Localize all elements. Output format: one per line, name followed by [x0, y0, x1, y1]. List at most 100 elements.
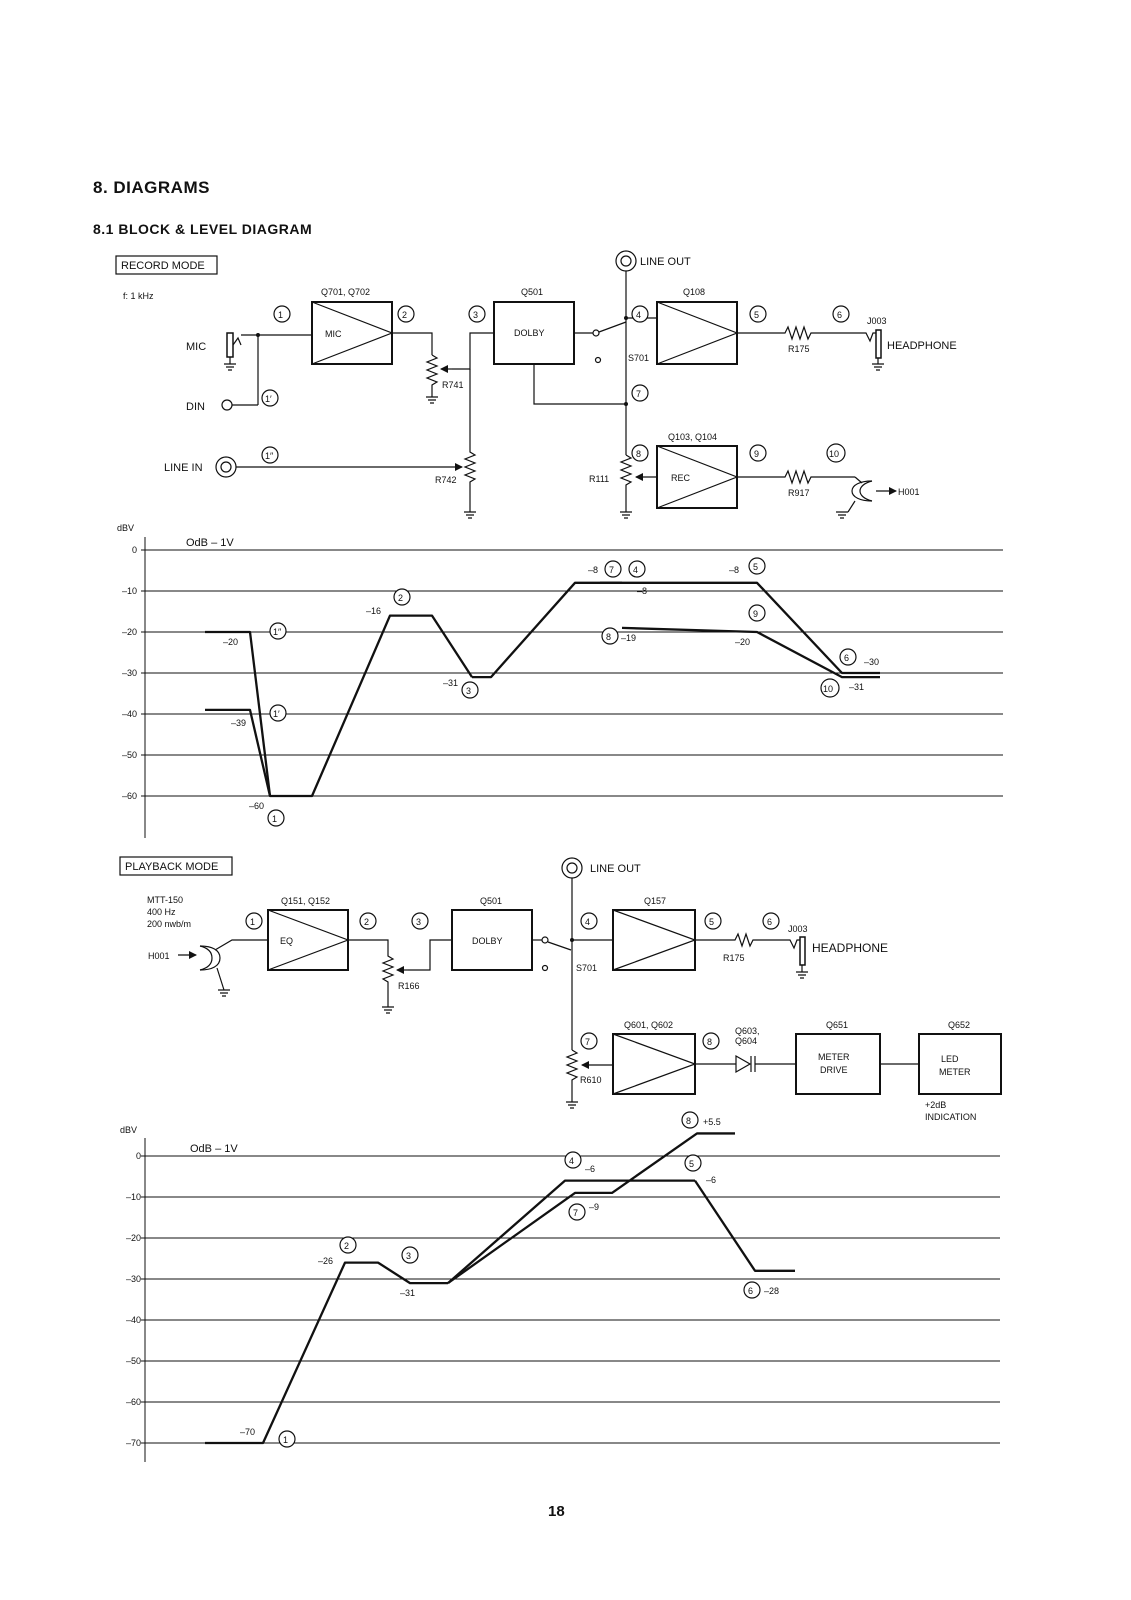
svg-text:–28: –28	[764, 1286, 779, 1296]
level-trace	[447, 1132, 735, 1285]
svg-text:–20: –20	[735, 637, 750, 647]
y-tick-label: –10	[126, 1192, 141, 1202]
q652-label: Q652	[948, 1020, 970, 1030]
headphone-label: HEADPHONE	[887, 340, 957, 352]
playback-j003-label: J003	[788, 924, 808, 934]
svg-text:6: 6	[844, 653, 849, 663]
dolby-label: DOLBY	[514, 328, 545, 338]
svg-text:1″: 1″	[273, 627, 282, 637]
svg-text:9: 9	[753, 609, 758, 619]
diode-icon	[735, 1054, 752, 1074]
record-point-1: 1	[273, 305, 291, 323]
playback-point-4: 4	[580, 912, 598, 930]
svg-text:3: 3	[406, 1251, 411, 1261]
level-trace	[621, 626, 880, 679]
line-out-label: LINE OUT	[640, 256, 691, 268]
svg-text:5: 5	[754, 310, 759, 320]
eq-amp-block	[267, 909, 349, 971]
record-point-6: 6	[832, 305, 850, 323]
svg-text:–60: –60	[249, 801, 264, 811]
svg-text:4: 4	[569, 1156, 574, 1166]
q103-label: Q103, Q104	[668, 432, 717, 442]
mic-label: MIC	[186, 341, 206, 353]
svg-text:10: 10	[823, 684, 833, 694]
playback-headphone-amp-block	[612, 909, 696, 971]
r741-label: R741	[442, 380, 464, 390]
r166-label: R166	[398, 981, 420, 991]
y-tick-label: –40	[122, 709, 137, 719]
mic-jack-icon	[226, 332, 234, 358]
svg-text:–70: –70	[240, 1427, 255, 1437]
din-label: DIN	[186, 401, 205, 413]
level-trace	[447, 1179, 695, 1284]
svg-text:–8: –8	[637, 586, 647, 596]
j003-label: J003	[867, 316, 887, 326]
svg-text:6: 6	[767, 917, 772, 927]
y-tick-label: –50	[122, 750, 137, 760]
playback-s701-label: S701	[576, 963, 597, 973]
q151-label: Q151, Q152	[281, 896, 330, 906]
svg-text:10: 10	[829, 449, 839, 459]
rec-amp-block	[656, 445, 738, 509]
q603-label: Q603,	[735, 1026, 760, 1036]
playback-level-chart: dBV 0–10–20–30–40–50–60–70 OdB – 1V –70 …	[120, 1111, 1000, 1462]
q501-label: Q501	[521, 287, 543, 297]
svg-text:1: 1	[278, 310, 283, 320]
y-tick-label: –20	[126, 1233, 141, 1243]
svg-text:4: 4	[633, 565, 638, 575]
y-tick-label: –60	[126, 1397, 141, 1407]
playback-chart-reference: OdB – 1V	[190, 1143, 238, 1155]
indication-label-1: +2dB	[925, 1100, 946, 1110]
playback-point-1: 1	[245, 912, 263, 930]
playback-cond-2: 400 Hz	[147, 907, 176, 917]
svg-text:–8: –8	[588, 565, 598, 575]
meter-amp-block	[612, 1033, 696, 1095]
y-tick-label: –30	[126, 1274, 141, 1284]
svg-text:–31: –31	[849, 682, 864, 692]
section-subheading: 8.1 BLOCK & LEVEL DIAGRAM	[93, 221, 313, 237]
svg-text:–39: –39	[231, 718, 246, 728]
svg-text:8: 8	[636, 449, 641, 459]
svg-text:5: 5	[753, 562, 758, 572]
playback-headphone-label: HEADPHONE	[812, 941, 888, 955]
svg-text:–26: –26	[318, 1256, 333, 1266]
y-tick-label: 0	[132, 545, 137, 555]
line-in-label: LINE IN	[164, 462, 203, 474]
svg-text:–20: –20	[223, 637, 238, 647]
svg-text:1′: 1′	[273, 709, 280, 719]
record-frequency-label: f: 1 kHz	[123, 291, 154, 301]
playback-mode-block-diagram: PLAYBACK MODE MTT-150 400 Hz 200 nwb/m H…	[119, 856, 1002, 1122]
mic-amp-block	[311, 301, 393, 365]
playback-head-icon	[199, 945, 221, 971]
playback-line-out-label: LINE OUT	[590, 863, 641, 875]
q108-label: Q108	[683, 287, 705, 297]
din-jack-icon	[221, 399, 233, 411]
record-mode-box	[115, 255, 218, 275]
svg-text:5: 5	[709, 917, 714, 927]
playback-cond-3: 200 nwb/m	[147, 919, 191, 929]
level-trace	[205, 614, 473, 798]
playback-dolby-label: DOLBY	[472, 936, 503, 946]
meter-drive-label-2: DRIVE	[820, 1065, 848, 1075]
level-trace	[694, 1179, 795, 1272]
q157-label: Q157	[644, 896, 666, 906]
svg-text:1: 1	[272, 814, 277, 824]
q651-label: Q651	[826, 1020, 848, 1030]
svg-text:2: 2	[402, 310, 407, 320]
record-point-4: 4	[631, 305, 649, 323]
svg-text:+5.5: +5.5	[703, 1117, 721, 1127]
svg-text:–8: –8	[729, 565, 739, 575]
level-trace	[472, 581, 622, 679]
svg-text:3: 3	[473, 310, 478, 320]
record-chart-annotations: –20 –39 –60 –16 –31 –8 –8 –8 –19 –20 –30…	[223, 557, 879, 827]
playback-headphone-jack-icon	[799, 936, 806, 966]
svg-text:–16: –16	[366, 606, 381, 616]
r742-label: R742	[435, 475, 457, 485]
indication-label-2: INDICATION	[925, 1112, 976, 1122]
svg-text:5: 5	[689, 1159, 694, 1169]
level-trace	[600, 581, 880, 675]
record-chart-reference: OdB – 1V	[186, 537, 234, 549]
y-tick-label: –70	[126, 1438, 141, 1448]
playback-point-8: 8	[702, 1032, 720, 1050]
playback-point-2: 2	[359, 912, 377, 930]
